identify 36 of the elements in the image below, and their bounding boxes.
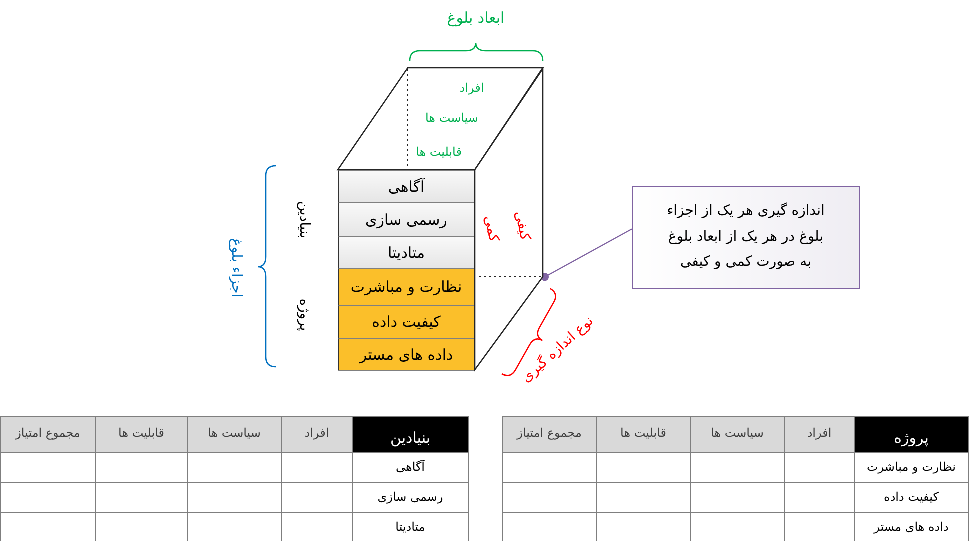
group-label: پروژه: [296, 298, 312, 332]
dimension-label: افراد: [460, 80, 484, 96]
group-label: بنیادین: [296, 201, 312, 239]
callout-text: اندازه گیری هر یک از اجزاء بلوغ در هر یک از ابعاد بلوغ به صورت کمی و کیفی: [666, 202, 826, 272]
layer-label: متادیتا: [388, 244, 426, 262]
layer-label: داده های مستر: [360, 346, 454, 364]
measure-type-label: کیفی: [510, 210, 534, 242]
layer-band: [338, 236, 475, 269]
axis-title: نوع اندازه گیری: [518, 313, 598, 387]
dimension-label: قابلیت ها: [416, 144, 462, 160]
layer-label: نظارت و مباشرت: [350, 278, 462, 296]
table-title-cell: پروژه: [854, 416, 969, 453]
leader-line: [540, 228, 632, 282]
layer-band: [338, 305, 475, 339]
column-header: سیاست ها: [187, 416, 282, 453]
measure-type-label: کمی: [480, 214, 502, 244]
column-header: مجموع امتیاز: [502, 416, 597, 453]
axis-title: ابعاد بلوغ: [447, 9, 505, 27]
column-header: سیاست ها: [690, 416, 785, 453]
callout-box: [632, 186, 860, 289]
layer-band: [338, 170, 475, 203]
column-header: قابلیت ها: [95, 416, 188, 453]
layer-band: [338, 338, 475, 371]
table-title-cell: بنیادین: [352, 416, 469, 453]
layer-label: رسمی سازی: [366, 210, 448, 228]
cube-top-face: [338, 66, 545, 172]
dimension-label: سیاست ها: [426, 110, 478, 126]
axis-title: اجزاء بلوغ: [228, 238, 244, 298]
layer-label: آگاهی: [388, 178, 425, 196]
layer-band: [338, 268, 475, 306]
column-header: افراد: [784, 416, 855, 453]
column-header: افراد: [281, 416, 353, 453]
column-header: قابلیت ها: [596, 416, 691, 453]
column-header: مجموع امتیاز: [0, 416, 96, 453]
layer-label: کیفیت داده: [372, 313, 441, 331]
layer-band: [338, 202, 475, 237]
